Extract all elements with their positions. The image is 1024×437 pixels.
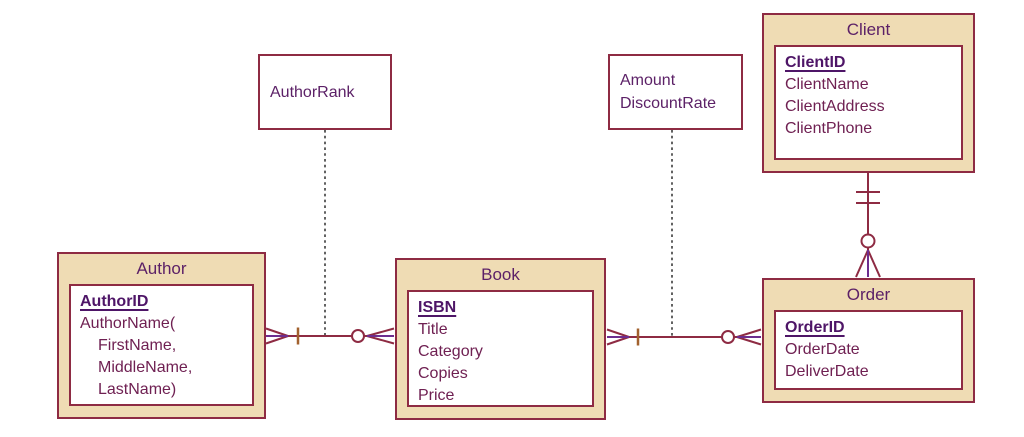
entity-attribute-list: AuthorID AuthorName( FirstName, MiddleNa… bbox=[69, 284, 254, 406]
attribute: Price bbox=[418, 387, 455, 404]
attribute-primary-key: AuthorID bbox=[80, 293, 149, 310]
crow-foot-order-top-icon bbox=[855, 249, 881, 278]
attribute-box-amount-discountrate: Amount DiscountRate bbox=[608, 54, 743, 130]
entity-title: Author bbox=[136, 259, 187, 278]
relationship-author-book bbox=[265, 327, 395, 345]
attribute: ClientAddress bbox=[785, 98, 885, 115]
attribute: ClientName bbox=[785, 76, 869, 93]
attribute-box-label: Amount bbox=[620, 72, 676, 89]
optional-circle-icon bbox=[721, 330, 735, 344]
crow-foot-book-right-icon bbox=[606, 328, 630, 346]
attribute: FirstName, bbox=[98, 337, 177, 354]
entity-title: Order bbox=[846, 285, 891, 304]
attribute-primary-key: ClientID bbox=[785, 54, 846, 71]
attribute-box-label: DiscountRate bbox=[620, 95, 717, 112]
attribute: LastName) bbox=[98, 381, 177, 398]
optional-circle-icon bbox=[351, 329, 365, 343]
attribute: Title bbox=[418, 321, 448, 338]
attribute: AuthorName( bbox=[80, 315, 176, 332]
attribute: ClientPhone bbox=[785, 120, 873, 137]
entity-attribute-list: ISBN Title Category Copies Price bbox=[407, 290, 594, 407]
relationship-book-order bbox=[606, 328, 762, 346]
entity-book: Book ISBN Title Category Copies Price bbox=[395, 258, 606, 420]
crow-foot-order-left-icon bbox=[736, 328, 762, 346]
entity-title: Book bbox=[481, 265, 520, 284]
entity-attribute-list: ClientID ClientName ClientAddress Client… bbox=[774, 45, 963, 160]
attribute: MiddleName, bbox=[98, 359, 193, 376]
attribute: OrderDate bbox=[785, 341, 860, 358]
crow-foot-book-left-icon bbox=[366, 327, 395, 345]
entity-author: Author AuthorID AuthorName( FirstName, M… bbox=[57, 252, 266, 419]
optional-circle-icon bbox=[860, 233, 876, 249]
crow-foot-author-icon bbox=[265, 327, 289, 345]
entity-client: Client ClientID ClientName ClientAddress… bbox=[762, 13, 975, 173]
attribute: DeliverDate bbox=[785, 363, 869, 380]
attribute-box-authorrank: AuthorRank bbox=[258, 54, 392, 130]
attribute: Copies bbox=[418, 365, 468, 382]
entity-attribute-list: OrderID OrderDate DeliverDate bbox=[774, 310, 963, 390]
entity-order: Order OrderID OrderDate DeliverDate bbox=[762, 278, 975, 403]
attribute-box-label: AuthorRank bbox=[270, 83, 355, 101]
entity-title: Client bbox=[846, 20, 891, 39]
attribute-primary-key: ISBN bbox=[418, 299, 457, 316]
attribute-primary-key: OrderID bbox=[785, 319, 845, 336]
relationship-client-order bbox=[855, 172, 881, 278]
attribute: Category bbox=[418, 343, 483, 360]
